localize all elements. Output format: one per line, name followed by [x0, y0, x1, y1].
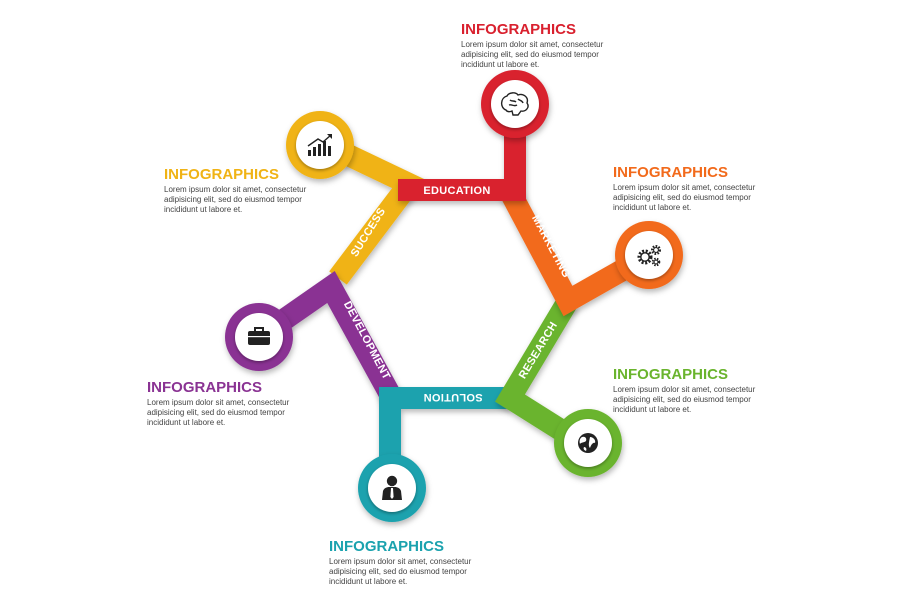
text-block-title: INFOGRAPHICS	[164, 166, 280, 183]
text-line: adipisicing elit, sed do eiusmod tempor	[147, 408, 285, 417]
node-research	[554, 409, 622, 477]
label-solution: SOLUTION	[423, 391, 482, 403]
text-block-title: INFOGRAPHICS	[329, 538, 445, 555]
text-line: adipisicing elit, sed do eiusmod tempor	[613, 193, 751, 202]
text-line: Lorem ipsum dolor sit amet, consectetur	[613, 385, 756, 394]
text-block-body: Lorem ipsum dolor sit amet, consectetur …	[613, 385, 803, 415]
text-block-marketing: INFOGRAPHICS Lorem ipsum dolor sit amet,…	[613, 165, 803, 213]
text-line: Lorem ipsum dolor sit amet, consectetur	[461, 40, 604, 49]
text-line: adipisicing elit, sed do eiusmod tempor	[613, 395, 751, 404]
text-block-body: Lorem ipsum dolor sit amet, consectetur …	[613, 183, 803, 213]
text-block-education: INFOGRAPHICS Lorem ipsum dolor sit amet,…	[461, 22, 651, 70]
text-line: Lorem ipsum dolor sit amet, consectetur	[613, 183, 756, 192]
text-block-body: Lorem ipsum dolor sit amet, consectetur …	[461, 40, 651, 70]
text-block-title: INFOGRAPHICS	[613, 366, 729, 383]
text-block-research: INFOGRAPHICS Lorem ipsum dolor sit amet,…	[613, 367, 803, 415]
text-block-body: Lorem ipsum dolor sit amet, consectetur …	[329, 557, 519, 587]
node-education	[481, 70, 549, 138]
text-line: incididunt ut labore et.	[164, 205, 243, 214]
text-block-solution: INFOGRAPHICS Lorem ipsum dolor sit amet,…	[329, 539, 519, 587]
text-block-title: INFOGRAPHICS	[461, 21, 577, 38]
text-line: incididunt ut labore et.	[147, 418, 226, 427]
text-line: Lorem ipsum dolor sit amet, consectetur	[164, 185, 307, 194]
text-line: adipisicing elit, sed do eiusmod tempor	[461, 50, 599, 59]
text-block-development: INFOGRAPHICS Lorem ipsum dolor sit amet,…	[147, 380, 337, 428]
text-block-body: Lorem ipsum dolor sit amet, consectetur …	[164, 185, 354, 215]
node-success	[286, 111, 354, 179]
text-line: adipisicing elit, sed do eiusmod tempor	[329, 567, 467, 576]
brain-icon	[500, 92, 529, 116]
briefcase-icon	[248, 327, 270, 345]
text-line: incididunt ut labore et.	[461, 60, 540, 69]
gears-icon	[637, 244, 662, 267]
person-icon	[382, 475, 402, 500]
chart-icon	[307, 134, 332, 156]
label-education: EDUCATION	[423, 185, 490, 197]
text-line: Lorem ipsum dolor sit amet, consectetur	[147, 398, 290, 407]
text-line: adipisicing elit, sed do eiusmod tempor	[164, 195, 302, 204]
node-development	[225, 303, 293, 371]
node-marketing	[615, 221, 683, 289]
text-block-title: INFOGRAPHICS	[147, 379, 263, 396]
text-block-body: Lorem ipsum dolor sit amet, consectetur …	[147, 398, 337, 428]
text-block-success: INFOGRAPHICS Lorem ipsum dolor sit amet,…	[164, 167, 354, 215]
text-line: incididunt ut labore et.	[613, 405, 692, 414]
globe-icon	[578, 433, 598, 453]
text-block-title: INFOGRAPHICS	[613, 164, 729, 181]
text-line: incididunt ut labore et.	[613, 203, 692, 212]
text-line: incididunt ut labore et.	[329, 577, 408, 586]
text-line: Lorem ipsum dolor sit amet, consectetur	[329, 557, 472, 566]
node-solution	[358, 454, 426, 522]
